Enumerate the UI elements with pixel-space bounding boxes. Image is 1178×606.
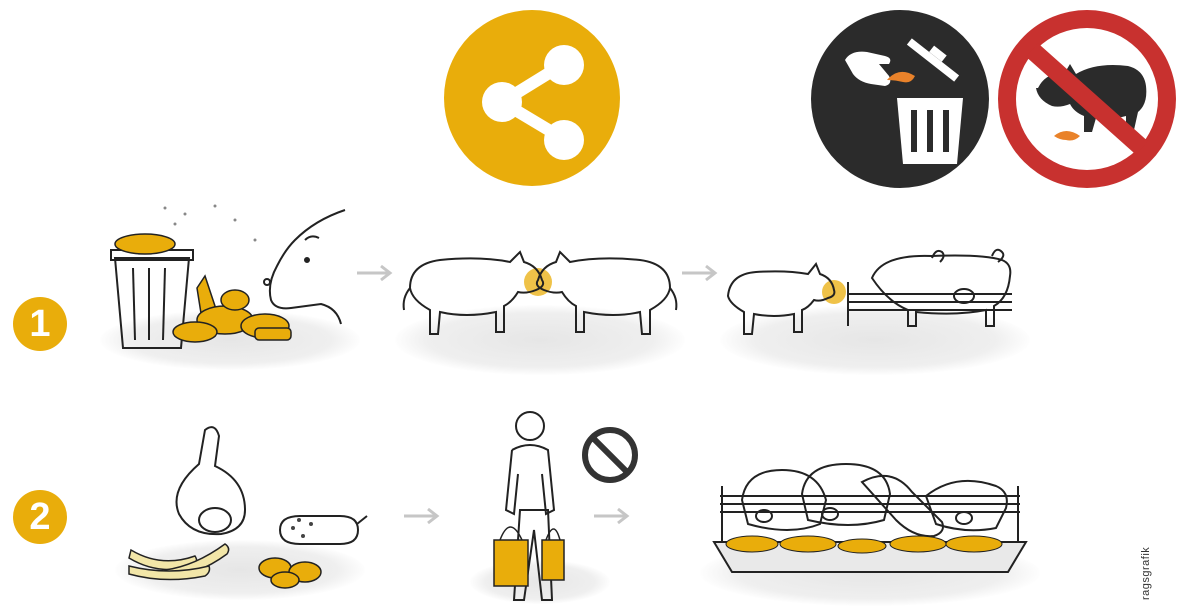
step-2-badge: 2 xyxy=(13,490,67,544)
no-feeding-boar-icon xyxy=(998,10,1176,188)
boar-fence-pig-illustration xyxy=(722,238,1022,338)
pigs-feeding-trough-illustration xyxy=(712,456,1028,576)
arrow-right-icon xyxy=(594,508,630,524)
share-icon xyxy=(444,10,620,186)
trash-disposal-icon xyxy=(811,10,989,188)
arrow-right-icon xyxy=(357,265,393,281)
step-1-badge: 1 xyxy=(13,297,67,351)
person-with-bags-illustration xyxy=(490,410,580,606)
trash-scraps-illustration xyxy=(105,200,355,360)
prohibited-icon xyxy=(580,425,640,485)
arrow-right-icon xyxy=(682,265,718,281)
arrow-right-icon xyxy=(404,508,440,524)
meat-products-illustration xyxy=(125,420,375,590)
boars-contact-illustration xyxy=(400,238,680,338)
image-credit: ragsgrafik xyxy=(1140,547,1152,600)
